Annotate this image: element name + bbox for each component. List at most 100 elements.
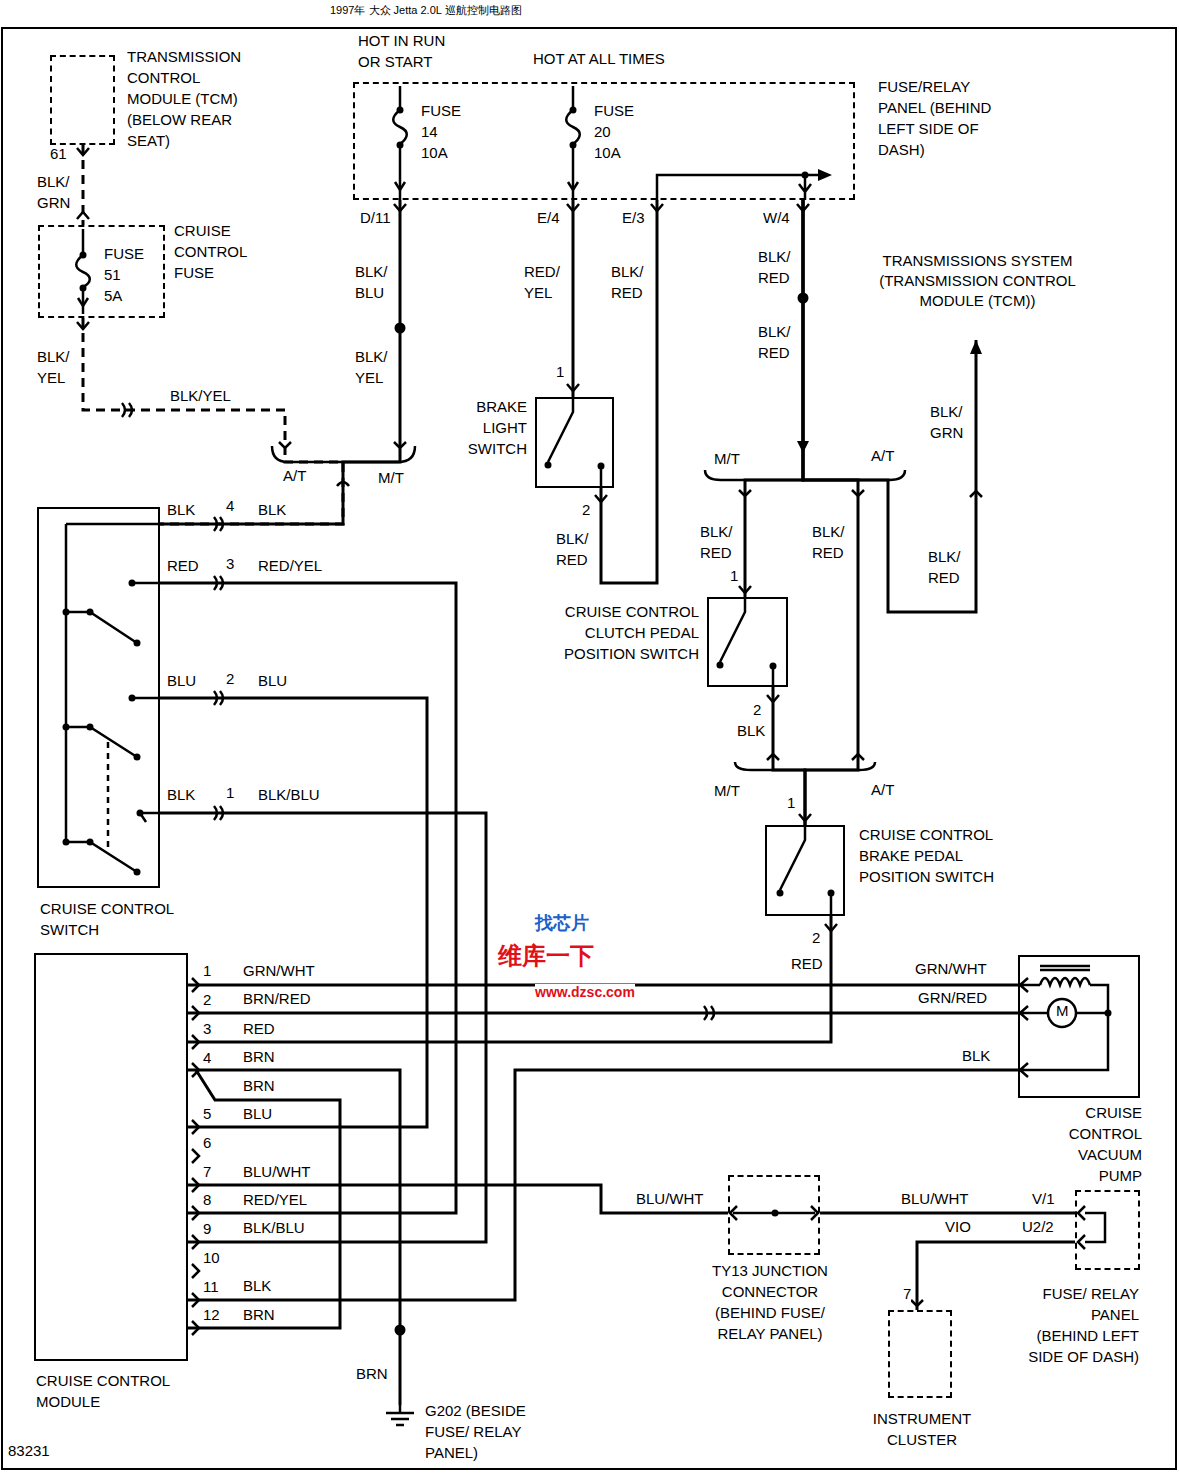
wire bbox=[160, 583, 456, 1213]
ground-point: G202 (BESIDE FUSE/ RELAY PANEL) bbox=[392, 1405, 542, 1465]
junction-bracket bbox=[705, 470, 982, 497]
wire bbox=[188, 1070, 400, 1405]
switch-box: BRAKE LIGHT SWITCH bbox=[535, 397, 614, 488]
component-label: INSTRUMENT CLUSTER bbox=[857, 1408, 987, 1450]
symbols bbox=[66, 86, 1108, 1425]
pin-or-wire-label: M/T bbox=[378, 470, 404, 486]
contact-dot bbox=[134, 869, 141, 876]
pin-or-wire-label: BLU/WHT bbox=[243, 1164, 311, 1180]
wire bbox=[188, 1185, 728, 1213]
component-label: CRUISE CONTROL FUSE bbox=[174, 220, 264, 283]
wire bbox=[160, 200, 400, 524]
junction-bracket bbox=[735, 754, 875, 770]
contact-dot bbox=[772, 1210, 779, 1217]
pin-or-wire-label: 3 bbox=[226, 556, 234, 572]
switch-contacts bbox=[780, 814, 923, 1306]
wire-color: BLK/ RED bbox=[928, 546, 970, 588]
wire bbox=[572, 200, 575, 397]
pin-or-wire-label: BLK/ RED bbox=[758, 246, 800, 288]
wire bbox=[82, 145, 85, 225]
pin-or-wire-label: 4 bbox=[203, 1050, 211, 1066]
wire bbox=[160, 698, 427, 1127]
wire-color: BLK/ GRN bbox=[37, 171, 79, 213]
pin-or-wire-label: 2 bbox=[812, 930, 820, 946]
inline-connector bbox=[122, 403, 714, 1020]
pin-or-wire-label: BLU bbox=[243, 1106, 272, 1122]
switch-box: CRUISE CONTROL CLUTCH PEDAL POSITION SWI… bbox=[707, 597, 788, 687]
pin-or-wire-label: 83231 bbox=[8, 1443, 50, 1459]
pin-connector bbox=[192, 978, 199, 1335]
pin-or-wire-label: HOT IN RUN OR START bbox=[358, 30, 463, 72]
module-box: TRANSMISSION CONTROL MODULE (TCM) (BELOW… bbox=[50, 55, 115, 145]
pin-or-wire-label: 6 bbox=[203, 1135, 211, 1151]
pin-or-wire-label: 7 bbox=[903, 1286, 911, 1302]
contact-dot bbox=[129, 580, 136, 587]
wire-color: VIO bbox=[945, 1219, 971, 1235]
contact-dot bbox=[63, 609, 70, 616]
component-label: CRUISE CONTROL MODULE bbox=[36, 1370, 196, 1412]
pin-or-wire-label: 10 bbox=[203, 1250, 220, 1266]
pump-box: CRUISE CONTROL VACUUM PUMP bbox=[1018, 955, 1140, 1098]
component-label: FUSE 51 5A bbox=[104, 243, 142, 306]
dots bbox=[63, 107, 1112, 1336]
pin-or-wire-label: BLK bbox=[167, 787, 195, 803]
pin-or-wire-label: 1 bbox=[556, 364, 564, 380]
pin-or-wire-label: 5 bbox=[203, 1106, 211, 1122]
component-label: TY13 JUNCTION CONNECTOR (BEHIND FUSE/ RE… bbox=[708, 1260, 832, 1344]
ground-symbol bbox=[386, 1405, 414, 1425]
splice-dot bbox=[80, 285, 87, 292]
wire bbox=[773, 687, 805, 825]
wire-color: BLK/BLU bbox=[258, 787, 320, 803]
component-label: FUSE/ RELAY PANEL (BEHIND LEFT SIDE OF D… bbox=[1027, 1283, 1139, 1367]
pin-or-wire-label: V/1 bbox=[1032, 1191, 1055, 1207]
pin-or-wire-label: BLK/ YEL bbox=[37, 346, 79, 388]
switch-contacts bbox=[720, 586, 779, 702]
wire-color: BLK/ BLU bbox=[355, 261, 397, 303]
system-callout: TRANSMISSIONS SYSTEM (TRANSMISSION CONTR… bbox=[870, 255, 1085, 340]
wire-color: BRN bbox=[356, 1366, 388, 1382]
pin-or-wire-label: BLK bbox=[243, 1278, 271, 1294]
wire bbox=[745, 200, 803, 597]
wire bbox=[601, 200, 657, 583]
pin-or-wire-label: M/T bbox=[714, 783, 740, 799]
wire-color: BLK bbox=[737, 723, 765, 739]
contact-dot bbox=[828, 890, 835, 897]
pin-or-wire-label: 2 bbox=[203, 992, 211, 1008]
contact-dot bbox=[545, 462, 552, 469]
wire bbox=[188, 1070, 1018, 1300]
component-label: CRUISE CONTROL BRAKE PEDAL POSITION SWIT… bbox=[859, 824, 1009, 887]
contact-dot bbox=[1105, 1010, 1112, 1017]
wire-color: RED bbox=[791, 956, 823, 972]
pin-or-wire-label: GRN/RED bbox=[918, 990, 987, 1006]
component-label: FUSE/RELAY PANEL (BEHIND LEFT SIDE OF DA… bbox=[878, 76, 1008, 160]
pin-or-wire-label: HOT AT ALL TIMES bbox=[533, 51, 665, 67]
cluster-box: INSTRUMENT CLUSTER bbox=[888, 1310, 952, 1398]
pin-or-wire-label: 11 bbox=[203, 1279, 219, 1295]
wire bbox=[820, 1212, 1075, 1215]
wire-color: BLK/YEL bbox=[170, 388, 231, 404]
pin-or-wire-label: 3 bbox=[203, 1021, 211, 1037]
contact-dot bbox=[777, 890, 784, 897]
switch-contacts bbox=[66, 524, 160, 872]
wire-color: RED/YEL bbox=[258, 558, 322, 574]
panel-bus bbox=[657, 175, 818, 200]
wire-color: RED/ YEL bbox=[524, 261, 566, 303]
fuse-panel: FUSE/RELAY PANEL (BEHIND LEFT SIDE OF DA… bbox=[353, 82, 855, 200]
pin-or-wire-label: E/4 bbox=[537, 210, 560, 226]
contact-dot bbox=[87, 839, 94, 846]
pin-or-wire-label: BRN bbox=[243, 1078, 275, 1094]
contact-dot bbox=[770, 663, 777, 670]
component-label: CRUISE CONTROL VACUUM PUMP bbox=[1042, 1102, 1142, 1186]
pin-or-wire-label: 2 bbox=[753, 702, 761, 718]
wire bbox=[188, 1012, 1018, 1015]
diagram-title: 1997年 大众 Jetta 2.0L 巡航控制电路图 bbox=[330, 3, 522, 17]
pin-or-wire-label: BRN bbox=[243, 1307, 275, 1323]
component-label: CRUISE CONTROL SWITCH bbox=[40, 898, 200, 940]
contact-dot bbox=[598, 463, 605, 470]
fuse-arrow bbox=[78, 182, 578, 306]
component-label: BRAKE LIGHT SWITCH bbox=[442, 396, 527, 459]
component-label: TRANSMISSION CONTROL MODULE (TCM) (BELOW… bbox=[127, 46, 257, 151]
contact-dot bbox=[134, 640, 141, 647]
wire-color: BLU bbox=[258, 673, 287, 689]
pin-or-wire-label: 2 bbox=[582, 502, 590, 518]
